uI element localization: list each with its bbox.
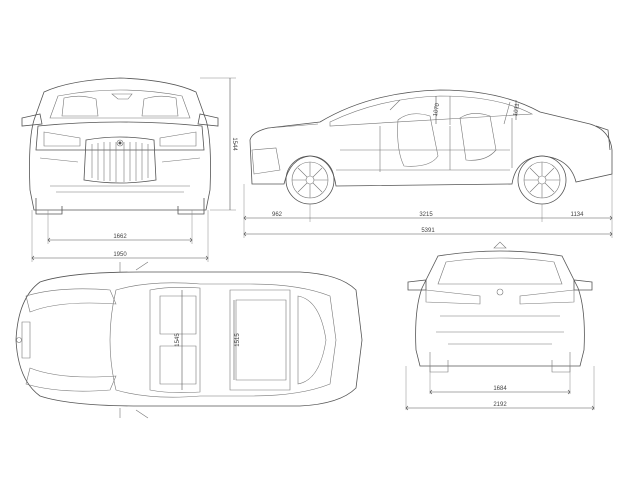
shoulder-rear-label: 1515 <box>235 333 241 347</box>
shoulder-front-label: 1545 <box>175 333 181 347</box>
side-view: 962 3215 1134 5391 1070 1011 <box>243 89 613 238</box>
front-view: 1662 1950 1544 <box>21 77 237 262</box>
front-height-label: 1544 <box>231 137 237 151</box>
overhang-rear-label: 1134 <box>571 212 585 218</box>
wheelbase-label: 3215 <box>419 212 433 218</box>
headroom-front-label: 1070 <box>433 102 441 117</box>
top-view: 1545 1515 <box>15 261 363 419</box>
bmw-roundel-icon <box>496 288 504 296</box>
overall-length-label: 5391 <box>421 228 435 234</box>
rear-width-label: 2192 <box>493 402 507 408</box>
overhang-front-label: 962 <box>272 212 283 218</box>
bmw-roundel-icon <box>118 141 122 145</box>
front-track-label: 1662 <box>113 234 127 240</box>
rear-view: 1684 2192 <box>405 241 595 411</box>
front-width-label: 1950 <box>113 252 127 258</box>
bmw-roundel-icon <box>16 337 22 343</box>
rear-track-label: 1684 <box>493 386 507 392</box>
headroom-rear-label: 1011 <box>513 102 521 116</box>
